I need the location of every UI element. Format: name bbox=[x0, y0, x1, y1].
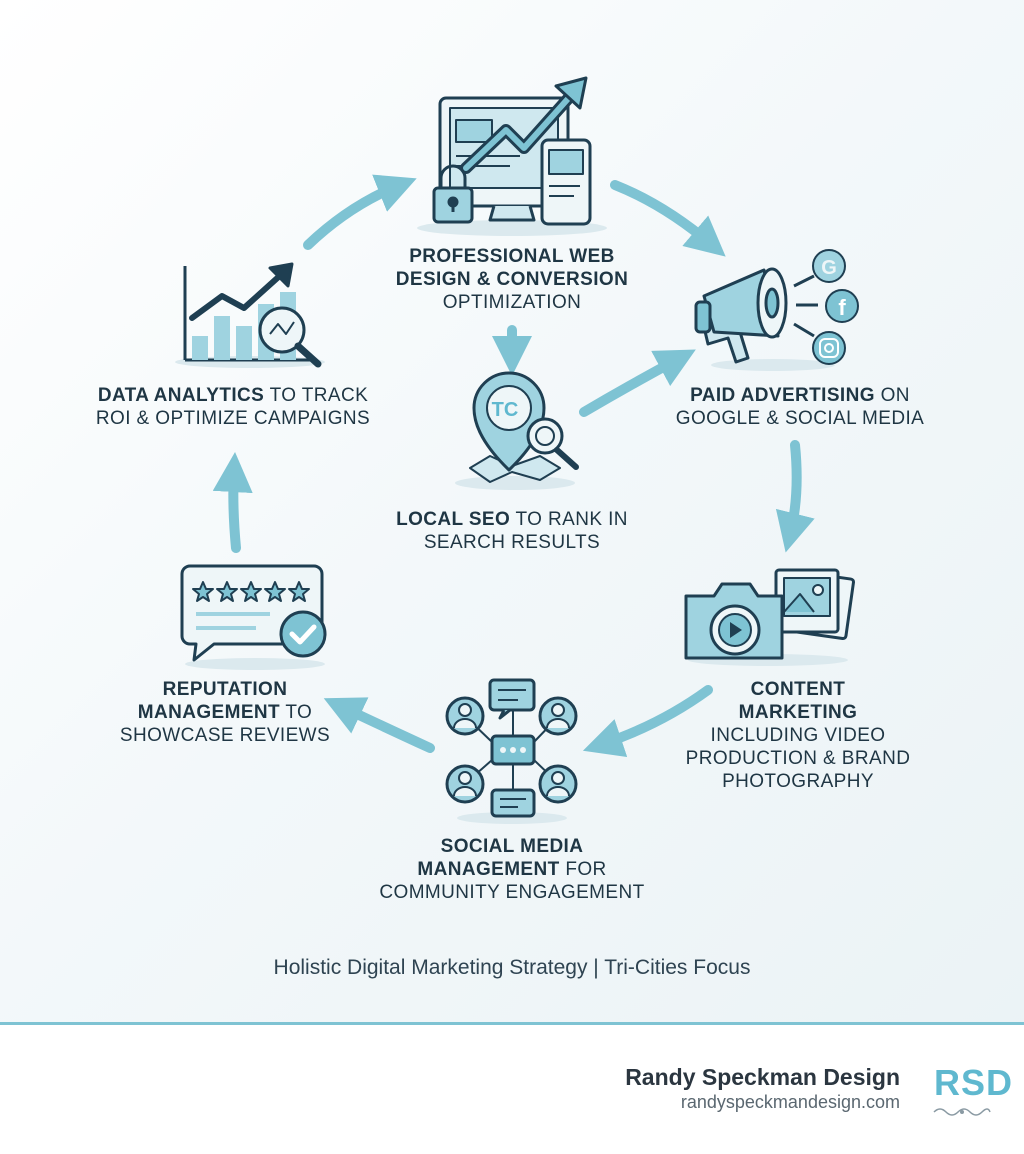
label-local-rest-1: TO RANK IN bbox=[510, 509, 628, 530]
five-star-rating bbox=[192, 581, 310, 602]
brand-url[interactable]: randyspeckmandesign.com bbox=[680, 1092, 900, 1112]
label-content-bold-2: MARKETING bbox=[738, 702, 858, 723]
label-paid-advertising: PAID ADVERTISING ON GOOGLE & SOCIAL MEDI… bbox=[650, 384, 950, 430]
label-content-rest-2: PRODUCTION & BRAND bbox=[685, 748, 911, 769]
label-content-marketing: CONTENT MARKETING INCLUDING VIDEO PRODUC… bbox=[668, 678, 928, 793]
facebook-circle-icon: f bbox=[825, 289, 859, 323]
label-social-bold-2: MANAGEMENT bbox=[417, 859, 560, 880]
instagram-circle-icon bbox=[812, 331, 846, 365]
svg-text:TC: TC bbox=[492, 399, 519, 421]
label-paid-bold: PAID ADVERTISING bbox=[690, 385, 875, 406]
cycle-arrows bbox=[212, 174, 815, 758]
arrow-analytics-to-web bbox=[303, 174, 417, 250]
label-reputation-rest-1: TO bbox=[280, 702, 313, 723]
label-web-bold-1: PROFESSIONAL WEB bbox=[409, 246, 615, 267]
footer-divider bbox=[0, 1022, 1024, 1025]
label-web-bold-2: DESIGN & CONVERSION bbox=[395, 269, 629, 290]
label-social-rest-2: COMMUNITY ENGAGEMENT bbox=[379, 882, 645, 903]
label-data-analytics: DATA ANALYTICS TO TRACK ROI & OPTIMIZE C… bbox=[78, 384, 388, 430]
google-circle-icon: G bbox=[812, 249, 846, 283]
label-social-rest-1: FOR bbox=[559, 859, 607, 880]
label-social-bold-1: SOCIAL MEDIA bbox=[440, 836, 584, 857]
label-content-rest-1: INCLUDING VIDEO bbox=[710, 725, 886, 746]
svg-text:f: f bbox=[838, 295, 846, 320]
arrow-local-to-paid bbox=[579, 349, 696, 417]
label-reputation-bold-1: REPUTATION bbox=[162, 679, 288, 700]
analytics-chart-icon bbox=[183, 262, 322, 368]
brand-name: Randy Speckman Design bbox=[625, 1064, 900, 1090]
label-analytics-rest-2: ROI & OPTIMIZE CAMPAIGNS bbox=[95, 408, 371, 429]
arrow-reputation-to-analytics bbox=[212, 452, 253, 553]
arrow-paid-to-content bbox=[775, 440, 815, 553]
footer-bar bbox=[0, 1025, 1024, 1154]
megaphone-icon bbox=[694, 267, 818, 364]
label-reputation: REPUTATION MANAGEMENT TO SHOWCASE REVIEW… bbox=[100, 678, 350, 747]
diagram-caption: Holistic Digital Marketing Strategy | Tr… bbox=[273, 956, 751, 979]
label-social-media: SOCIAL MEDIA MANAGEMENT FOR COMMUNITY EN… bbox=[352, 835, 672, 904]
logo-flourish-icon bbox=[933, 1108, 991, 1116]
camera-photo-icon bbox=[684, 568, 855, 660]
svg-text:G: G bbox=[821, 257, 837, 279]
label-content-bold-1: CONTENT bbox=[750, 679, 846, 700]
website-devices-icon bbox=[432, 76, 592, 226]
label-local-rest-2: SEARCH RESULTS bbox=[423, 532, 601, 553]
label-content-rest-3: PHOTOGRAPHY bbox=[722, 771, 874, 792]
label-analytics-bold: DATA ANALYTICS bbox=[97, 385, 265, 406]
label-local-bold: LOCAL SEO bbox=[396, 509, 511, 530]
brand-logo: RSD bbox=[934, 1062, 1014, 1103]
label-web-rest: OPTIMIZATION bbox=[442, 292, 582, 313]
label-reputation-bold-2: MANAGEMENT bbox=[137, 702, 281, 723]
arrow-content-to-social bbox=[582, 685, 713, 758]
arrow-web-to-paid bbox=[610, 180, 726, 257]
map-pin-search-icon: TC bbox=[469, 371, 579, 483]
social-network-icon bbox=[445, 678, 578, 818]
label-analytics-rest-1: TO TRACK bbox=[264, 385, 369, 406]
review-rating-icon bbox=[180, 564, 327, 662]
label-web-design: PROFESSIONAL WEB DESIGN & CONVERSION OPT… bbox=[362, 245, 662, 314]
label-reputation-rest-2: SHOWCASE REVIEWS bbox=[119, 725, 331, 746]
label-paid-rest-2: GOOGLE & SOCIAL MEDIA bbox=[675, 408, 925, 429]
label-local-seo: LOCAL SEO TO RANK IN SEARCH RESULTS bbox=[362, 508, 662, 554]
label-paid-rest-1: ON bbox=[874, 385, 910, 406]
arrow-social-to-reputation bbox=[323, 697, 435, 753]
strategy-cycle-diagram: G f TC bbox=[175, 76, 859, 824]
